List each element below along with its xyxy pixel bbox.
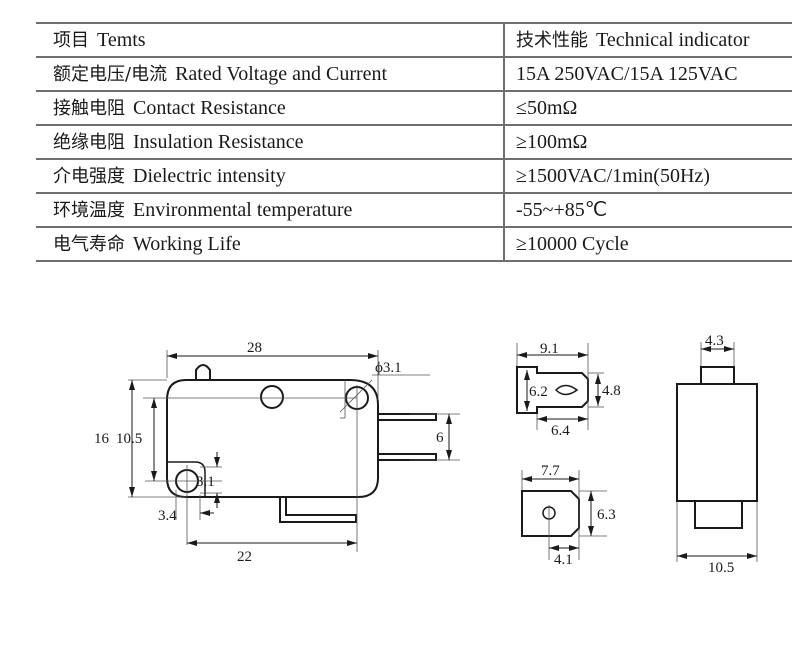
dim-tb-width-label: 7.7: [541, 463, 560, 479]
dim-height-total-label: 16: [94, 431, 110, 447]
dim-tt-width-label: 9.1: [540, 341, 559, 357]
row-label-en: Contact Resistance: [133, 97, 286, 119]
side-view: 4.3 10.5: [676, 333, 758, 576]
side-body-rect: [676, 383, 758, 502]
row-label-zh: 环境温度: [53, 200, 125, 221]
table-row: 额定电压/电流 Rated Voltage and Current 15A 250…: [36, 56, 792, 92]
header-indicator-cell: 技术性能 Technical indicator: [504, 22, 792, 58]
center-hole: [260, 385, 284, 409]
plunger-rect: [700, 366, 735, 385]
terminal-slot: [554, 384, 579, 396]
dim-tt-height-label: 6.2: [529, 384, 548, 400]
bottom-hole-bracket: [167, 461, 206, 497]
terminal-lower: [378, 453, 437, 461]
table-row: 环境温度 Environmental temperature -55~+85℃: [36, 192, 792, 228]
table-row: 电气寿命 Working Life ≥10000 Cycle: [36, 226, 792, 262]
table-row: 介电强度 Dielectric intensity ≥1500VAC/1min(5…: [36, 158, 792, 194]
row-label-en: Working Life: [133, 233, 241, 255]
row-value: ≥10000 Cycle: [516, 233, 629, 255]
terminal-upper: [378, 413, 437, 421]
row-label-zh: 电气寿命: [53, 234, 125, 255]
switch-body-outline: [166, 379, 379, 498]
dim-body-width-label: 10.5: [708, 560, 734, 576]
dim-plunger-width-label: 4.3: [705, 333, 724, 349]
dim-tt-tab-length-label: 6.4: [551, 423, 570, 439]
dim-tt-tab-height-label: 4.8: [602, 383, 621, 399]
bottom-terminal-rect: [694, 500, 743, 529]
main-view: 28 ϕ3.1 16 10.5 6 3.1 3.4 22: [94, 340, 460, 565]
row-label-en: Dielectric intensity: [133, 165, 286, 187]
header-item-en: Temts: [97, 29, 146, 51]
table-row: 接触电阻 Contact Resistance ≤50mΩ: [36, 90, 792, 126]
header-item-cell: 项目 Temts: [36, 22, 505, 58]
row-value: ≥100mΩ: [516, 131, 588, 153]
row-value: 15A 250VAC/15A 125VAC: [516, 63, 738, 85]
header-indicator-zh: 技术性能: [516, 30, 588, 51]
dim-hole-offset-h-label: 3.4: [158, 508, 177, 524]
dim-tb-hole-offset-label: 4.1: [554, 552, 573, 568]
spec-table: 项目 Temts 技术性能 Technical indicator 额定电压/电流 R…: [36, 22, 792, 262]
header-indicator-en: Technical indicator: [596, 29, 750, 51]
terminal-bottom-view: 7.7 6.3 4.1: [521, 463, 616, 568]
row-label-zh: 绝缘电阻: [53, 132, 125, 153]
row-label-zh: 接触电阻: [53, 98, 125, 119]
row-value: ≥1500VAC/1min(50Hz): [516, 165, 710, 187]
plunger-nub: [195, 364, 211, 380]
dim-hole-offset-v-label: 3.1: [196, 474, 215, 490]
dim-length-label: 28: [247, 340, 262, 356]
row-label-zh: 额定电压/电流: [53, 64, 168, 85]
dim-hole-diameter-label: ϕ3.1: [375, 360, 402, 376]
terminal-bottom-outline: [521, 490, 580, 537]
terminal-top-view: 9.1 6.2 4.8 6.4: [516, 341, 621, 439]
row-label-en: Rated Voltage and Current: [175, 63, 388, 85]
terminal-bottom: [279, 497, 357, 523]
dim-terminal-spacing-label: 6: [436, 430, 444, 446]
row-label-zh: 介电强度: [53, 166, 125, 187]
table-header-row: 项目 Temts 技术性能 Technical indicator: [36, 22, 792, 58]
row-value: ≤50mΩ: [516, 97, 578, 119]
header-item-zh: 项目: [53, 30, 89, 51]
dim-hole-spacing-label: 22: [237, 549, 252, 565]
dim-tb-height-label: 6.3: [597, 507, 616, 523]
row-value: -55~+85℃: [516, 199, 608, 221]
row-label-en: Insulation Resistance: [133, 131, 304, 153]
dim-height-holes-label: 10.5: [116, 431, 142, 447]
row-label-en: Environmental temperature: [133, 199, 353, 221]
table-row: 绝缘电阻 Insulation Resistance ≥100mΩ: [36, 124, 792, 160]
